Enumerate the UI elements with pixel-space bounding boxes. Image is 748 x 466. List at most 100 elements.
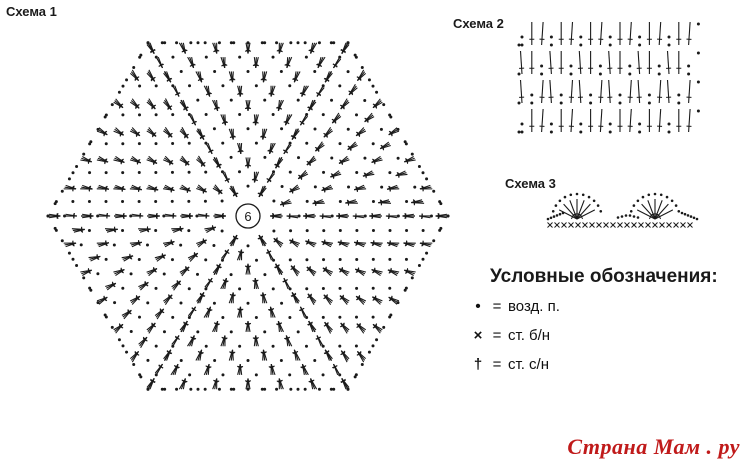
chain-stitch: [421, 171, 425, 175]
double-crochet-stitch: [324, 72, 333, 83]
double-crochet-stitch: [164, 213, 177, 217]
chain-stitch: [221, 141, 225, 145]
chain-stitch: [104, 200, 108, 204]
double-crochet-crossbar: [151, 132, 157, 137]
double-crochet-crossbar: [276, 323, 282, 325]
double-crochet-crossbar: [261, 78, 267, 81]
chain-stitch: [271, 55, 275, 59]
chain-stitch: [110, 325, 114, 329]
double-crochet-crossbar: [238, 250, 244, 254]
chain-stitch: [121, 171, 125, 175]
single-crochet-stitch: [547, 222, 553, 228]
double-crochet-stitch: [330, 173, 342, 178]
chain-stitch: [279, 359, 283, 363]
double-crochet-stitch: [154, 363, 163, 374]
chain-stitch: [121, 113, 125, 117]
chain-stitch: [263, 273, 267, 277]
double-crochet-crossbar: [103, 295, 107, 301]
double-crochet-stitch: [162, 240, 175, 244]
chain-stitch: [304, 344, 308, 348]
double-crochet-stitch: [269, 306, 272, 318]
double-crochet-stitch: [113, 323, 124, 331]
chain-stitch: [305, 199, 309, 203]
chain-stitch: [638, 130, 642, 134]
chain-stitch: [137, 142, 141, 146]
chain-stitch: [608, 130, 612, 134]
double-crochet-stitch: [191, 57, 195, 68]
chain-stitch: [367, 78, 371, 82]
double-crochet-crossbar: [176, 279, 181, 285]
double-crochet-crossbar: [357, 132, 361, 138]
double-crochet-crossbar: [339, 323, 345, 328]
double-crochet-crossbar: [388, 241, 391, 247]
double-crochet-crossbar: [406, 158, 409, 164]
double-crochet-crossbar: [135, 294, 139, 300]
double-crochet-crossbar: [193, 252, 197, 257]
double-crochet-stitch: [258, 234, 264, 247]
double-crochet-crossbar: [322, 240, 326, 246]
double-crochet-icon: †: [473, 356, 483, 373]
double-crochet-crossbar: [205, 365, 211, 369]
chain-stitch: [121, 286, 125, 290]
double-crochet-stitch: [164, 184, 175, 191]
double-crochet-crossbar: [355, 268, 360, 274]
double-crochet-crossbar: [340, 379, 346, 383]
double-crochet-stitch: [372, 101, 383, 109]
double-crochet-crossbar: [216, 264, 221, 269]
chain-stitch: [129, 272, 133, 276]
double-crochet-stitch: [321, 188, 334, 192]
chain-stitch: [608, 122, 612, 126]
chain-stitch: [363, 214, 367, 218]
chain-stitch: [203, 387, 207, 391]
chain-stitch: [139, 53, 143, 57]
double-crochet-crossbar: [245, 164, 252, 167]
double-crochet-stitch: [266, 249, 273, 261]
chain-stitch: [667, 122, 671, 126]
chain-stitch: [638, 43, 642, 47]
double-crochet-crossbar: [315, 336, 321, 340]
chain-stitch: [404, 257, 408, 261]
single-crochet-stitch: [673, 222, 679, 228]
chain-stitch: [417, 263, 421, 267]
double-crochet-stitch: [278, 42, 284, 54]
chain-stitch: [552, 215, 556, 218]
double-crochet-crossbar: [208, 278, 213, 283]
chain-stitch: [67, 251, 71, 255]
double-crochet-crossbar: [237, 365, 243, 368]
center-ring: [235, 203, 261, 229]
double-crochet-crossbar: [333, 63, 338, 68]
double-crochet-stitch: [129, 295, 141, 302]
chain-stitch: [549, 122, 553, 126]
double-crochet-crossbar: [289, 239, 294, 244]
double-crochet-crossbar: [232, 235, 238, 240]
double-crochet-crossbar: [222, 279, 228, 283]
chain-stitch: [321, 315, 325, 319]
chain-stitch: [110, 103, 114, 107]
double-crochet-stitch: [187, 306, 196, 317]
double-crochet-stitch: [247, 100, 251, 111]
chain-stitch: [569, 193, 573, 197]
double-crochet-stitch: [563, 203, 578, 220]
chain-stitch: [112, 243, 116, 247]
double-crochet-stitch: [228, 292, 234, 304]
double-crochet-stitch: [569, 200, 578, 220]
double-crochet-stitch: [174, 85, 180, 97]
double-crochet-crossbar: [421, 241, 424, 247]
chain-stitch: [104, 171, 108, 175]
double-crochet-stitch: [299, 306, 306, 318]
double-crochet-stitch: [380, 144, 391, 150]
double-crochet-crossbar: [136, 158, 141, 164]
chain-stitch: [162, 272, 166, 276]
double-crochet-crossbar: [87, 158, 92, 163]
double-crochet-crossbar: [221, 336, 227, 340]
chain-stitch: [213, 359, 217, 363]
chain-stitch: [329, 41, 333, 45]
double-crochet-stitch: [354, 241, 365, 248]
double-crochet-crossbar: [152, 159, 157, 164]
double-crochet-stitch: [290, 265, 298, 277]
chain-stitch: [517, 72, 521, 76]
double-crochet-crossbar: [134, 350, 139, 356]
double-crochet-crossbar: [253, 64, 259, 67]
double-crochet-stitch: [146, 378, 155, 388]
double-crochet-crossbar: [321, 213, 324, 219]
